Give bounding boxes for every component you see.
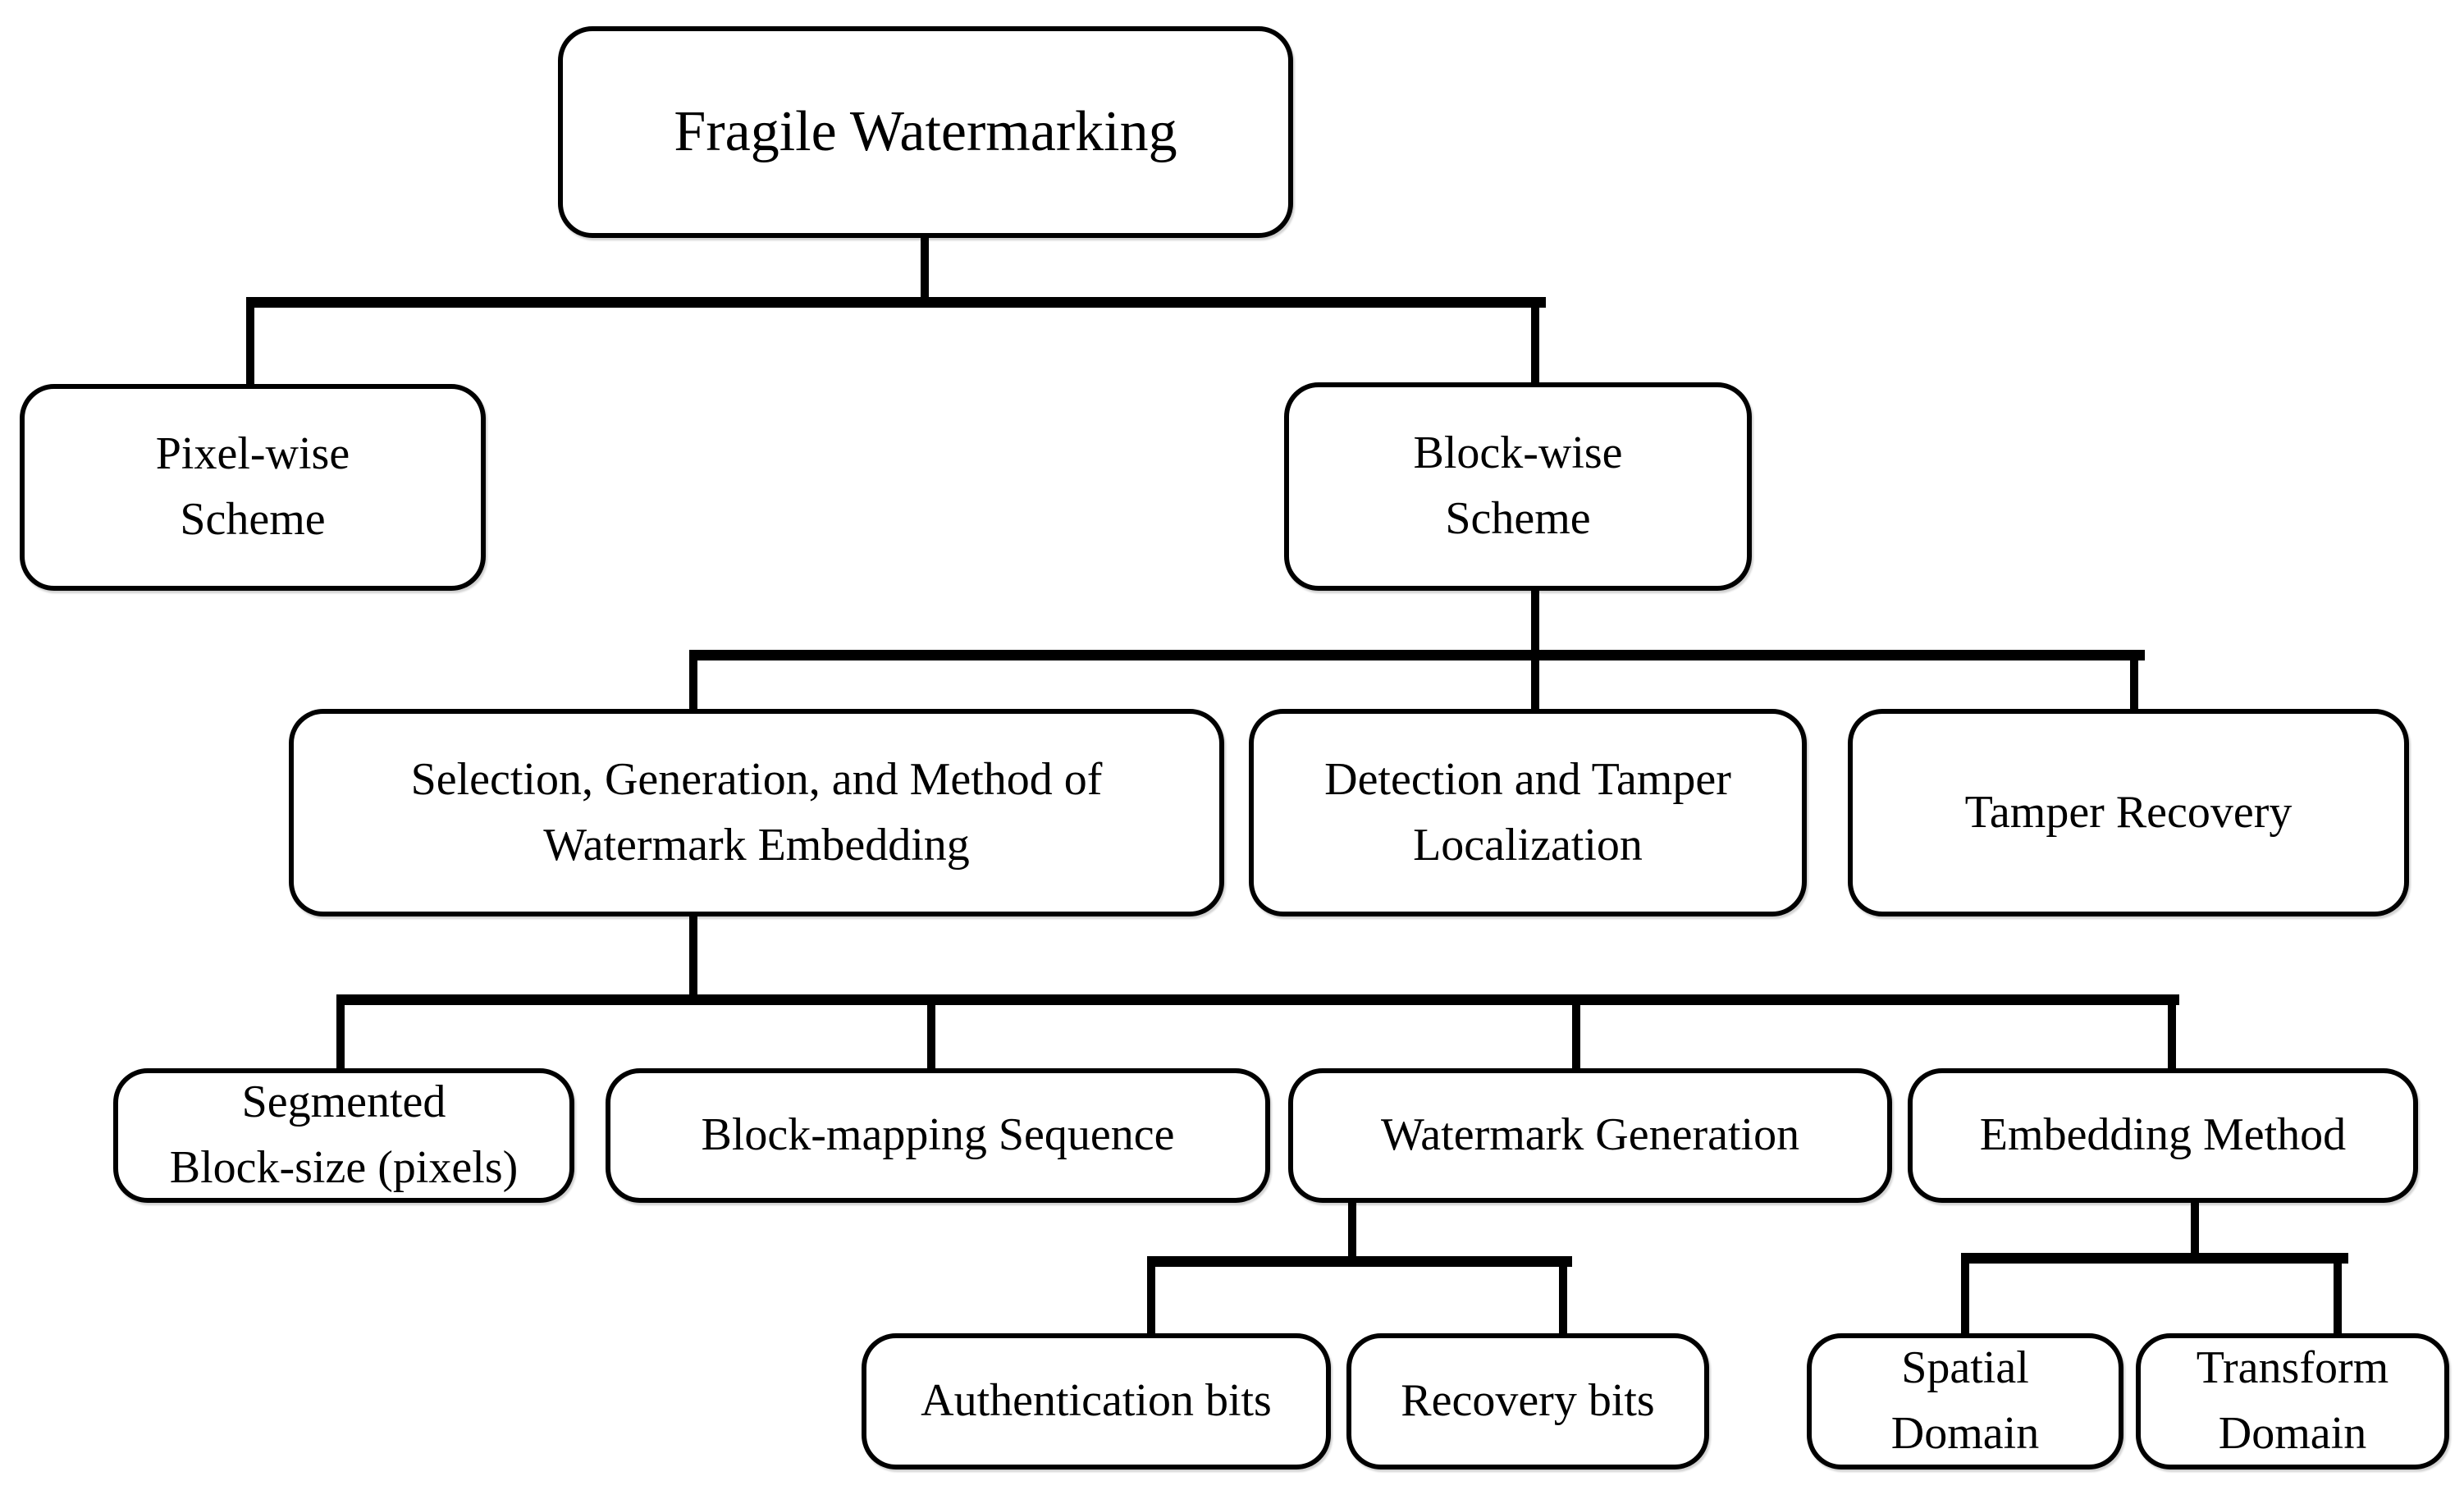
node-selection-generation-method: Selection, Generation, and Method of Wat… (289, 709, 1224, 916)
node-detection-tamper-localization: Detection and Tamper Localization (1249, 709, 1807, 916)
node-label: Watermark Generation (1380, 1109, 1800, 1161)
node-label: Scheme (1445, 493, 1591, 544)
node-label: Segmented (241, 1076, 446, 1128)
node-label: Scheme (180, 494, 326, 545)
connector-drop-authentication-bits (1147, 1256, 1155, 1337)
node-label: Pixel-wise (155, 428, 350, 480)
node-segmented-block-size: Segmented Block-size (pixels) (113, 1068, 574, 1203)
connector-drop-pixel-wise (246, 297, 254, 387)
connector-drop-detection (1531, 650, 1539, 712)
connector-bits-rail (1147, 1256, 1572, 1267)
node-label: Block-size (pixels) (169, 1142, 519, 1193)
node-label: Block-wise (1413, 427, 1623, 479)
node-tamper-recovery: Tamper Recovery (1848, 709, 2409, 916)
connector-drop-transform-domain (2334, 1253, 2342, 1337)
connector-root-stem (921, 235, 929, 304)
connector-selection-stem (689, 913, 697, 1005)
node-watermark-generation: Watermark Generation (1288, 1068, 1892, 1203)
connector-watermark-generation-stem (1348, 1200, 1356, 1267)
node-label: Tamper Recovery (1964, 786, 2293, 838)
connector-drop-block-mapping (927, 994, 935, 1070)
connector-level2-rail (246, 297, 1546, 308)
node-block-wise-scheme: Block-wise Scheme (1284, 382, 1752, 591)
node-label: Fragile Watermarking (674, 100, 1177, 164)
connector-drop-selection (689, 650, 697, 712)
node-label: Transform (2196, 1342, 2389, 1394)
node-label: Detection and Tamper (1324, 753, 1731, 805)
connector-level4-rail (336, 994, 2179, 1005)
connector-drop-embedding-method (2168, 994, 2176, 1070)
connector-drop-segmented (336, 994, 345, 1070)
connector-embedding-method-stem (2191, 1200, 2199, 1260)
node-label: Domain (2218, 1408, 2367, 1459)
node-recovery-bits: Recovery bits (1346, 1333, 1709, 1469)
node-label: Watermark Embedding (543, 819, 970, 871)
node-label: Embedding Method (1979, 1109, 2347, 1161)
node-label: Block-mapping Sequence (701, 1109, 1175, 1161)
connector-drop-spatial-domain (1961, 1253, 1969, 1337)
connector-drop-block-wise (1531, 297, 1539, 386)
node-label: Authentication bits (921, 1375, 1272, 1427)
connector-domain-rail (1961, 1253, 2348, 1264)
node-fragile-watermarking: Fragile Watermarking (558, 26, 1293, 238)
node-authentication-bits: Authentication bits (862, 1333, 1331, 1469)
node-transform-domain: Transform Domain (2136, 1333, 2449, 1469)
node-label: Recovery bits (1401, 1375, 1655, 1427)
node-spatial-domain: Spatial Domain (1807, 1333, 2123, 1469)
node-pixel-wise-scheme: Pixel-wise Scheme (20, 384, 486, 591)
node-block-mapping-sequence: Block-mapping Sequence (606, 1068, 1270, 1203)
node-label: Selection, Generation, and Method of (410, 753, 1103, 805)
connector-level3-rail (689, 650, 2145, 660)
node-embedding-method: Embedding Method (1908, 1068, 2418, 1203)
connector-drop-watermark-generation (1572, 994, 1580, 1070)
node-label: Spatial (1901, 1342, 2029, 1394)
node-label: Domain (1890, 1408, 2040, 1459)
connector-block-wise-stem (1531, 587, 1539, 660)
node-label: Localization (1413, 819, 1643, 871)
connector-drop-tamper-recovery (2130, 650, 2138, 712)
connector-drop-recovery-bits (1559, 1256, 1567, 1337)
